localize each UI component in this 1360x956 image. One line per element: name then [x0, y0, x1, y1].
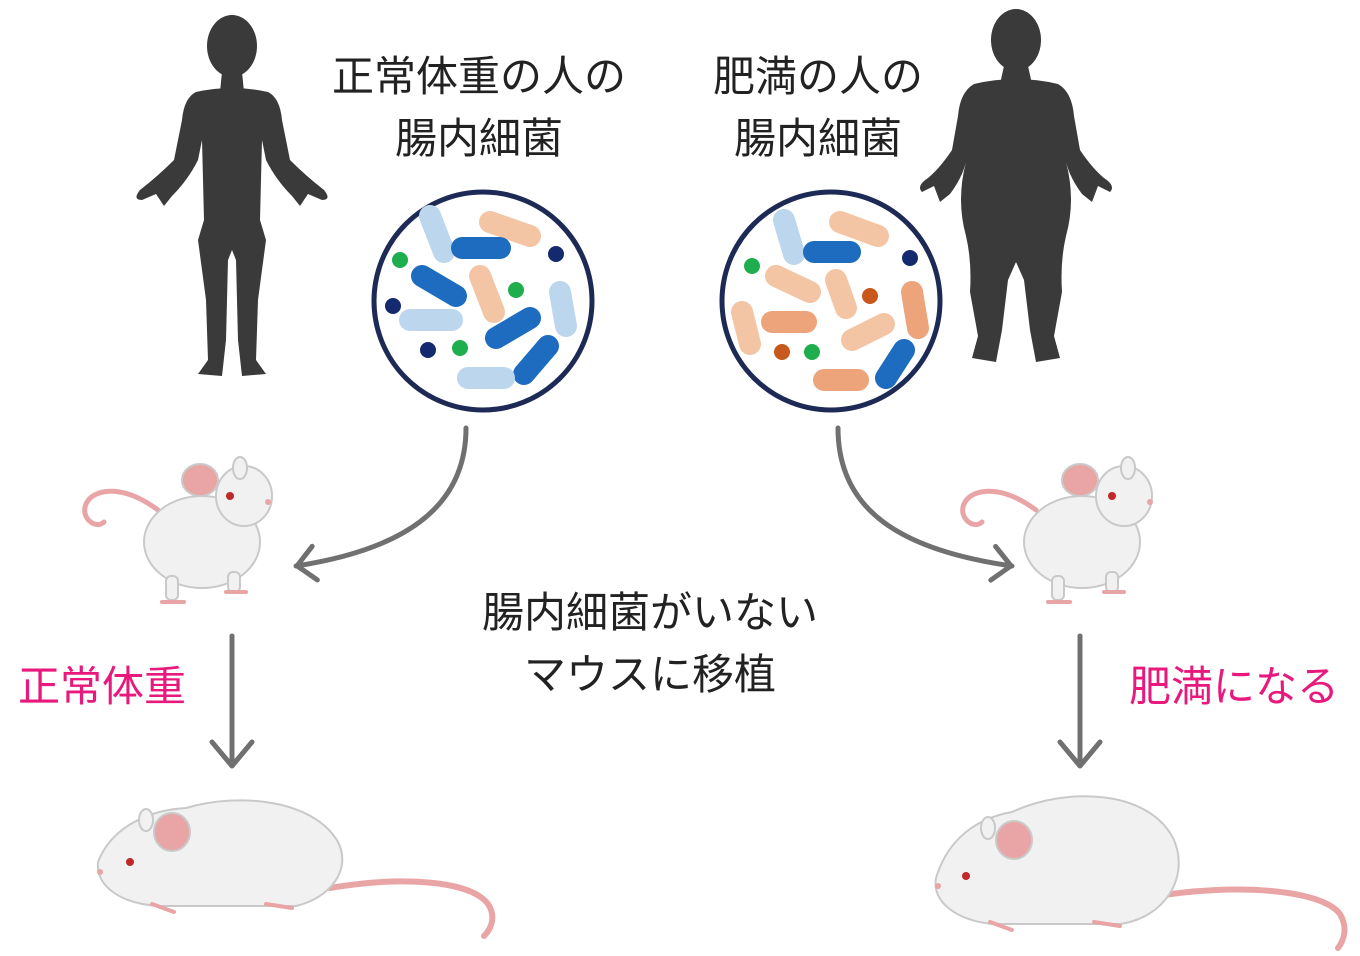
normal-microbiota-label-line1: 正常体重の人の [331, 52, 626, 101]
normal-microbiota-label: 正常体重の人の 腸内細菌 [306, 46, 652, 170]
transplant-arrow-left [293, 425, 469, 583]
obese-microbiota-label-line1: 肥満の人の [712, 52, 923, 101]
transplant-label-line2: マウスに移植 [523, 650, 776, 699]
obese-microbiota-circle [719, 189, 943, 413]
normal-weight-human-icon [136, 15, 328, 376]
normal-weight-result-label: 正常体重 [17, 662, 186, 711]
germ-free-mouse-left-icon [82, 456, 273, 604]
transplant-label: 腸内細菌がいない マウスに移植 [440, 582, 860, 706]
obese-mouse-icon [934, 795, 1348, 951]
normal-weight-mouse-icon [96, 799, 496, 939]
obese-microbiota-label-line2: 腸内細菌 [733, 114, 902, 163]
transplant-arrow-right [835, 425, 1015, 583]
result-arrow-left-head [209, 739, 255, 769]
normal-microbiota-circle [371, 189, 595, 413]
result-arrow-right-head [1057, 739, 1103, 769]
obese-result-label: 肥満になる [1128, 662, 1339, 711]
germ-free-mouse-right-icon [960, 456, 1153, 604]
obese-human-icon [920, 9, 1112, 362]
obese-microbiota-label: 肥満の人の 腸内細菌 [690, 46, 946, 170]
transplant-label-line1: 腸内細菌がいない [481, 588, 818, 637]
normal-microbiota-label-line2: 腸内細菌 [394, 114, 563, 163]
